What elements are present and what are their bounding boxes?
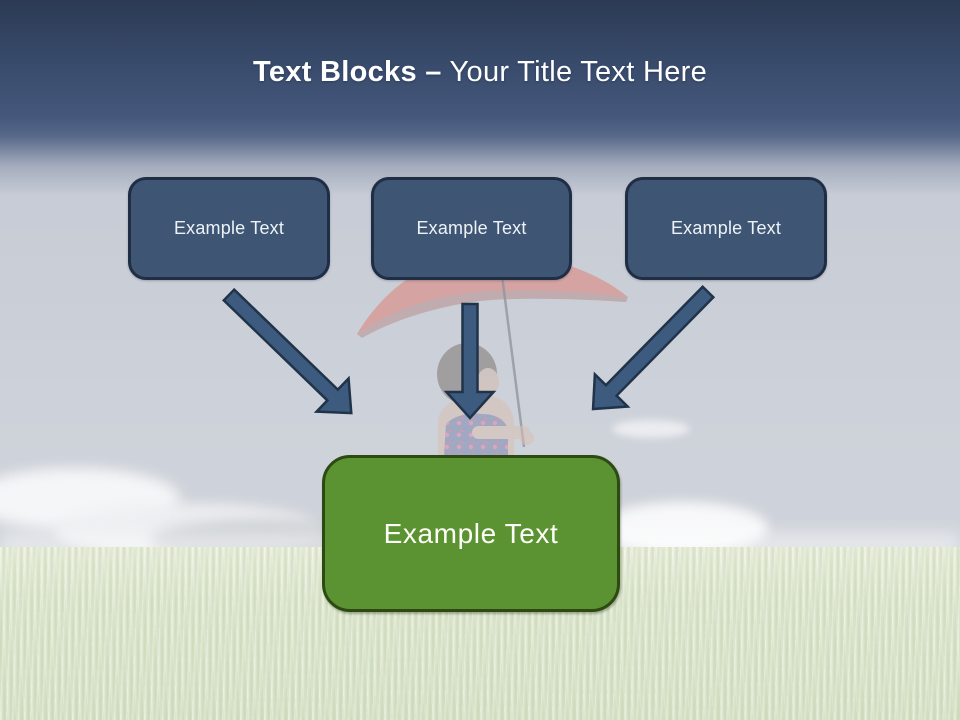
title-bold-part: Text Blocks – xyxy=(252,56,442,88)
cloud xyxy=(598,502,768,554)
result-block-label: Example Text xyxy=(383,517,559,549)
title-regular-part: Your Title Text Here xyxy=(441,56,708,88)
text-block-3-label: Example Text xyxy=(670,218,782,238)
cloud xyxy=(612,420,690,438)
text-block-2: Example Text xyxy=(371,177,572,280)
text-block-1-label: Example Text xyxy=(173,218,285,238)
header-band xyxy=(0,0,960,195)
text-block-1: Example Text xyxy=(128,177,330,280)
girl-figure xyxy=(437,343,534,456)
text-block-2-label: Example Text xyxy=(416,218,527,238)
text-block-3: Example Text xyxy=(625,177,827,280)
result-block: Example Text xyxy=(322,455,620,612)
slide-title: Text Blocks – Your Title Text Here xyxy=(0,56,960,89)
